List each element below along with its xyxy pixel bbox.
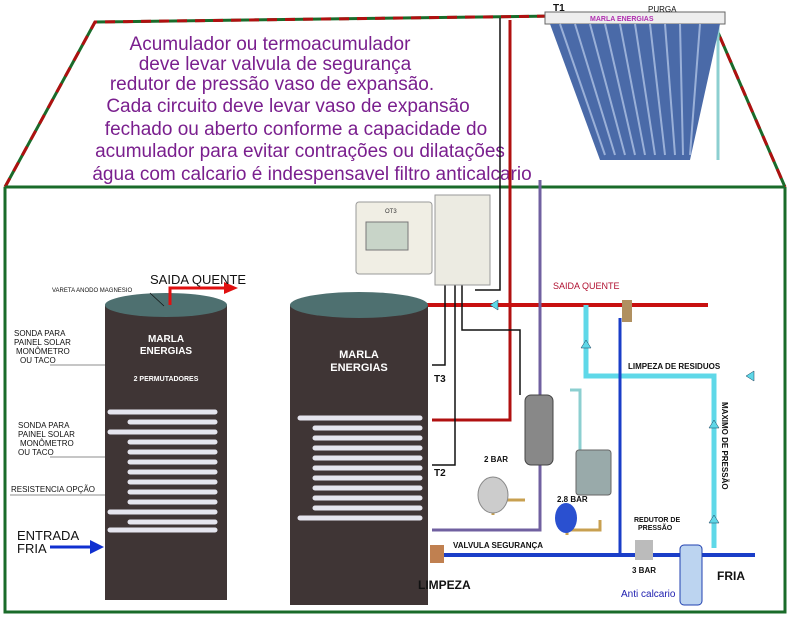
probe-label: PAINEL SOLAR [14,338,71,347]
note-line: deve levar valvula de segurança [139,54,412,75]
pressure-2bar: 2 BAR [484,455,508,464]
left-labels: SONDA PARA PAINEL SOLAR MONÔMETRO OU TAC… [11,329,95,494]
tank-left: MARLA ENERGIAS 2 PERMUTADORES [105,293,227,600]
reducer-label: REDUTOR DE [634,517,680,524]
tank-brand: MARLA [148,334,184,345]
hot-outlet-label: SAIDA QUENTE [553,281,620,291]
expansion-vessel-2-8bar [555,503,577,533]
tank-right: MARLA ENERGIAS [290,292,428,605]
reducer-label: PRESSÃO [638,523,673,532]
sensor-t3-label: T3 [434,374,446,385]
probe-label: OU TACO [18,448,54,457]
plumbing-labels: SAIDA QUENTE LIMPEZA DE RESIDUOS MAXIMO … [418,281,745,600]
note-line: Cada circuito deve levar vaso de expansã… [106,96,469,117]
probe-label: PAINEL SOLAR [18,430,75,439]
cold-inlet-label: ENTRADA [17,528,79,543]
installation-note: Acumulador ou termoacumulador deve levar… [92,34,531,185]
resistance-label: RESISTENCIA OPÇÃO [11,485,95,494]
note-line: água com calcario é indespensavel filtro… [92,164,531,185]
pressure-2-8bar: 2.8 BAR [557,495,588,504]
panel-brand: MARLA ENERGIAS [590,16,654,23]
safety-valve-label: VALVULA SEGURANÇA [453,541,543,550]
solar-controller-display: OT3 [355,201,433,275]
anticalc-filter [679,544,703,606]
probe-label: SONDA PARA [18,421,70,430]
probe-label: MONÔMETRO [16,347,70,356]
expansion-vessel-2bar [477,476,509,514]
antifreeze-container [575,449,612,496]
tank-brand: ENERGIAS [140,346,193,357]
note-line: fechado ou aberto conforme a capacidade … [105,119,487,140]
probe-label: SONDA PARA [14,329,66,338]
note-line: Acumulador ou termoacumulador [130,34,412,55]
safety-valve [430,545,444,563]
house-outline [3,12,787,614]
pressure-3bar: 3 BAR [632,566,656,575]
sensor-t2-label: T2 [434,468,446,479]
mixing-valve [622,300,632,322]
tank-brand: MARLA [339,349,379,361]
pump-station [524,394,554,466]
purge-label: PURGA [648,5,677,14]
solar-panel: MARLA ENERGIAS T1 PURGA [544,3,726,160]
residue-cleaning-label: LIMPEZA DE RESIDUOS [628,362,721,371]
cold-inlet-label: FRIA [17,541,47,556]
max-pressure-label: MAXIMO DE PRESSÃO [720,402,729,490]
drain-label: LIMPEZA [418,578,471,592]
anode-label: VARETA ANODO MAGNESIO [52,288,132,294]
anticalc-label: Anti calcario [621,589,676,600]
probe-label: MONÔMETRO [20,439,74,448]
pressure-reducer [635,540,653,560]
exchangers-label: 2 PERMUTADORES [134,376,199,383]
note-line: acumulador para evitar contrações ou dil… [95,141,505,162]
note-line: redutor de pressão vaso de expansão. [110,74,434,95]
controller-model: OT3 [385,209,397,215]
tank-brand: ENERGIAS [330,362,387,374]
cold-inlet-label: FRIA [717,569,745,583]
sensor-t1-label: T1 [553,3,565,14]
solar-controller-box [434,194,491,286]
probe-label: OU TACO [20,356,56,365]
hot-outlet-label: SAIDA QUENTE [150,272,246,287]
